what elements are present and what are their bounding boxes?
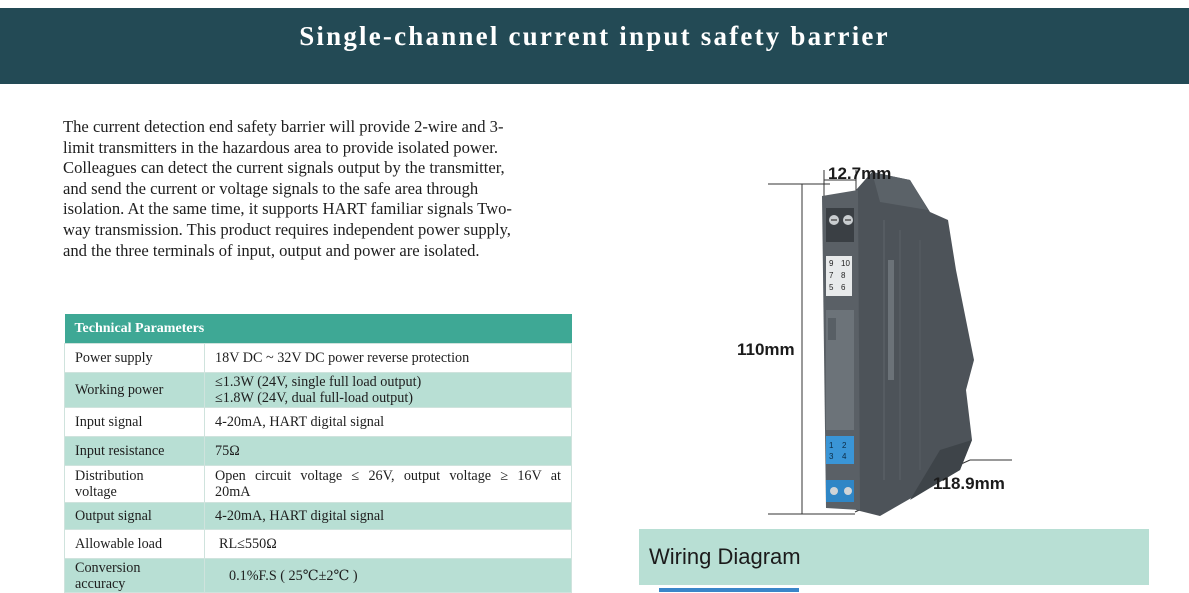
- table-row: Input signal 4-20mA, HART digital signal: [64, 407, 572, 437]
- table-row: Output signal 4-20mA, HART digital signa…: [64, 502, 572, 530]
- param-value: RL≤550Ω: [204, 529, 572, 559]
- param-value: ≤1.3W (24V, single full load output) ≤1.…: [204, 372, 572, 408]
- intro-paragraph: The current detection end safety barrier…: [63, 117, 558, 261]
- param-value: 0.1%F.S ( 25℃±2℃ ): [204, 558, 572, 593]
- param-name: Allowable load: [64, 529, 205, 559]
- intro-line: and the three terminals of input, output…: [63, 240, 480, 260]
- terminal-number: 10: [841, 259, 850, 268]
- param-name: Conversion accuracy: [64, 558, 205, 593]
- param-name-line: voltage: [75, 484, 117, 500]
- table-row: Conversion accuracy 0.1%F.S ( 25℃±2℃ ): [64, 558, 572, 593]
- param-value: 4-20mA, HART digital signal: [204, 502, 572, 530]
- page-title: Single-channel current input safety barr…: [299, 21, 890, 51]
- terminal-number: 9: [829, 259, 834, 268]
- param-name: Power supply: [64, 343, 205, 373]
- intro-line: The current detection end safety barrier…: [63, 117, 504, 136]
- table-row: Power supply 18V DC ~ 32V DC power rever…: [64, 343, 572, 373]
- width-dimension: 12.7mm: [828, 164, 892, 183]
- param-value: 75Ω: [204, 436, 572, 466]
- table-header: Technical Parameters: [64, 314, 572, 344]
- terminal-number: 8: [841, 271, 846, 280]
- wiring-diagram-section: Wiring Diagram: [639, 529, 1149, 585]
- param-name: Distribution voltage: [64, 465, 205, 503]
- terminal-number: 4: [842, 452, 847, 461]
- terminal-number: 6: [841, 283, 846, 292]
- table-row: Working power ≤1.3W (24V, single full lo…: [64, 372, 572, 408]
- table-row: Allowable load RL≤550Ω: [64, 529, 572, 559]
- table-row: Distribution voltage Open circuit voltag…: [64, 465, 572, 503]
- table-row: Input resistance 75Ω: [64, 436, 572, 466]
- intro-line: Colleagues can detect the current signal…: [63, 158, 505, 178]
- intro-line: isolation. At the same time, it supports…: [63, 199, 512, 219]
- terminal-number: 2: [842, 441, 847, 450]
- param-name: Output signal: [64, 502, 205, 530]
- param-name: Input resistance: [64, 436, 205, 466]
- height-dimension: 110mm: [737, 340, 795, 359]
- title-banner: Single-channel current input safety barr…: [0, 8, 1189, 84]
- terminal-number: 5: [829, 283, 834, 292]
- terminal-number: 1: [829, 441, 834, 450]
- wiring-diagram-heading: Wiring Diagram: [649, 544, 801, 569]
- param-value: 18V DC ~ 32V DC power reverse protection: [204, 343, 572, 373]
- intro-line: way transmission. This product requires …: [63, 219, 511, 239]
- terminal-number: 3: [829, 452, 834, 461]
- intro-line: limit transmitters in the hazardous area…: [63, 137, 499, 157]
- barrier-module-illustration: 9 10 7 8 5 6 1 2 3 4: [768, 170, 1012, 516]
- param-value: 4-20mA, HART digital signal: [204, 407, 572, 437]
- table-header-row: Technical Parameters: [64, 314, 572, 344]
- param-name: Input signal: [64, 407, 205, 437]
- depth-dimension: 118.9mm: [933, 474, 1005, 493]
- intro-line: and send the current or voltage signals …: [63, 178, 479, 198]
- param-value-line: Open circuit voltage ≤ 26V, output volta…: [215, 468, 561, 484]
- technical-parameters-table: Technical Parameters Power supply 18V DC…: [64, 314, 572, 593]
- param-value: Open circuit voltage ≤ 26V, output volta…: [204, 465, 572, 503]
- param-value-line: ≤1.8W (24V, dual full-load output): [215, 390, 413, 406]
- param-name-line: Distribution: [75, 468, 144, 484]
- param-name: Working power: [64, 372, 205, 408]
- terminal-number: 7: [829, 271, 834, 280]
- product-image: 9 10 7 8 5 6 1 2 3 4 12.7mm 110mm 118.9m…: [737, 150, 1180, 530]
- wiring-diagram-strip: [659, 588, 799, 592]
- param-value-line: ≤1.3W (24V, single full load output): [215, 374, 422, 390]
- param-value-line: 20mA: [215, 484, 251, 500]
